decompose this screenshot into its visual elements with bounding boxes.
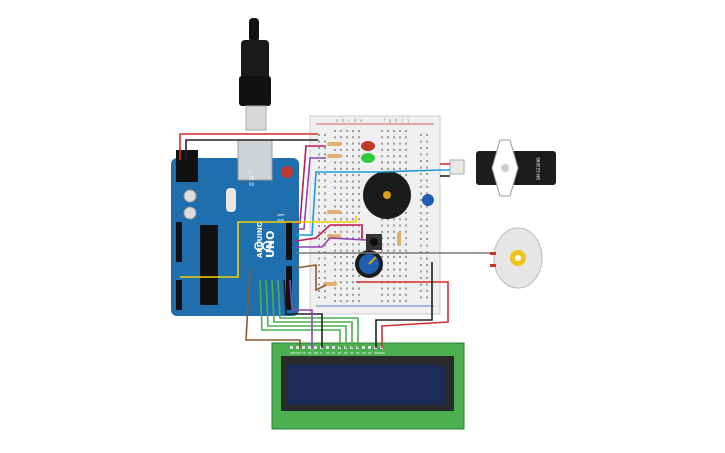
lcd-pin-label: D4 [350,351,354,355]
potentiometer-icon[interactable] [355,250,383,278]
svg-text:g: g [389,118,392,123]
lcd-pin-label: GND [290,351,296,355]
gnd-label: GND [277,218,285,222]
lcd-pin [302,346,305,349]
lcd-pin [368,346,371,349]
lcd-pin [314,346,317,349]
breadboard-col-letters: a b c d e f g h i j [336,118,409,123]
lcd-pin [296,346,299,349]
lcd-pin-label: RS [308,351,312,355]
arduino-infinity-logo [254,241,272,251]
lcd-pin [308,346,311,349]
resistor-icon [323,142,401,286]
lcd-pin-label: E [320,351,322,355]
arduino-logo-text: ARDUINO [256,221,264,258]
lcd-pin-label: D2 [338,351,342,355]
lcd-pin [290,346,293,349]
svg-text:e: e [360,118,363,123]
lcd-pin [332,346,335,349]
lcd-pin-label: LED+ [374,351,381,355]
lcd-pin-label: RW [314,351,319,355]
servo-model-text: SM-S2309S [536,157,541,180]
lcd-screen [288,365,446,405]
wires [179,133,490,348]
lcd-pin-label: D0 [326,351,330,355]
lcd-pin-label: LED- [380,351,386,355]
svg-text:f: f [383,118,386,123]
lcd-pin [362,346,365,349]
lcd-pin-label: VCC [296,351,301,355]
svg-text:j: j [407,118,409,123]
arduino-uno-board[interactable]: ARDUINO UNO AREF GND TX RX L [171,139,299,316]
tx-led-label: TX [248,176,254,181]
lcd-pin-label: D6 [362,351,366,355]
led-green-icon[interactable] [361,153,375,163]
lcd-pin-label: D7 [368,351,372,355]
capacitor-icon[interactable] [422,194,434,206]
pushbutton-icon[interactable] [366,234,382,250]
lcd-pin-label: V0 [302,351,306,355]
aref-label: AREF [277,213,285,217]
lcd-pin [326,346,329,349]
servo-icon[interactable]: SM-S2309S [449,139,556,197]
svg-text:h: h [395,118,398,123]
rx-led-label: RX [249,182,255,187]
usb-cable-icon[interactable] [239,18,271,131]
svg-text:a: a [336,118,339,123]
svg-text:c: c [348,118,351,123]
lcd-pin-label: D3 [344,351,348,355]
lcd-pin-label: D5 [356,351,360,355]
svg-text:d: d [354,118,357,123]
dc-motor-icon[interactable] [490,227,543,289]
l-led-label: L [249,170,252,175]
lcd-pin-label: D1 [332,351,336,355]
led-red-icon[interactable] [361,141,375,151]
svg-text:b: b [342,118,345,123]
piezo-buzzer-icon[interactable] [363,171,411,219]
svg-text:i: i [401,118,404,123]
